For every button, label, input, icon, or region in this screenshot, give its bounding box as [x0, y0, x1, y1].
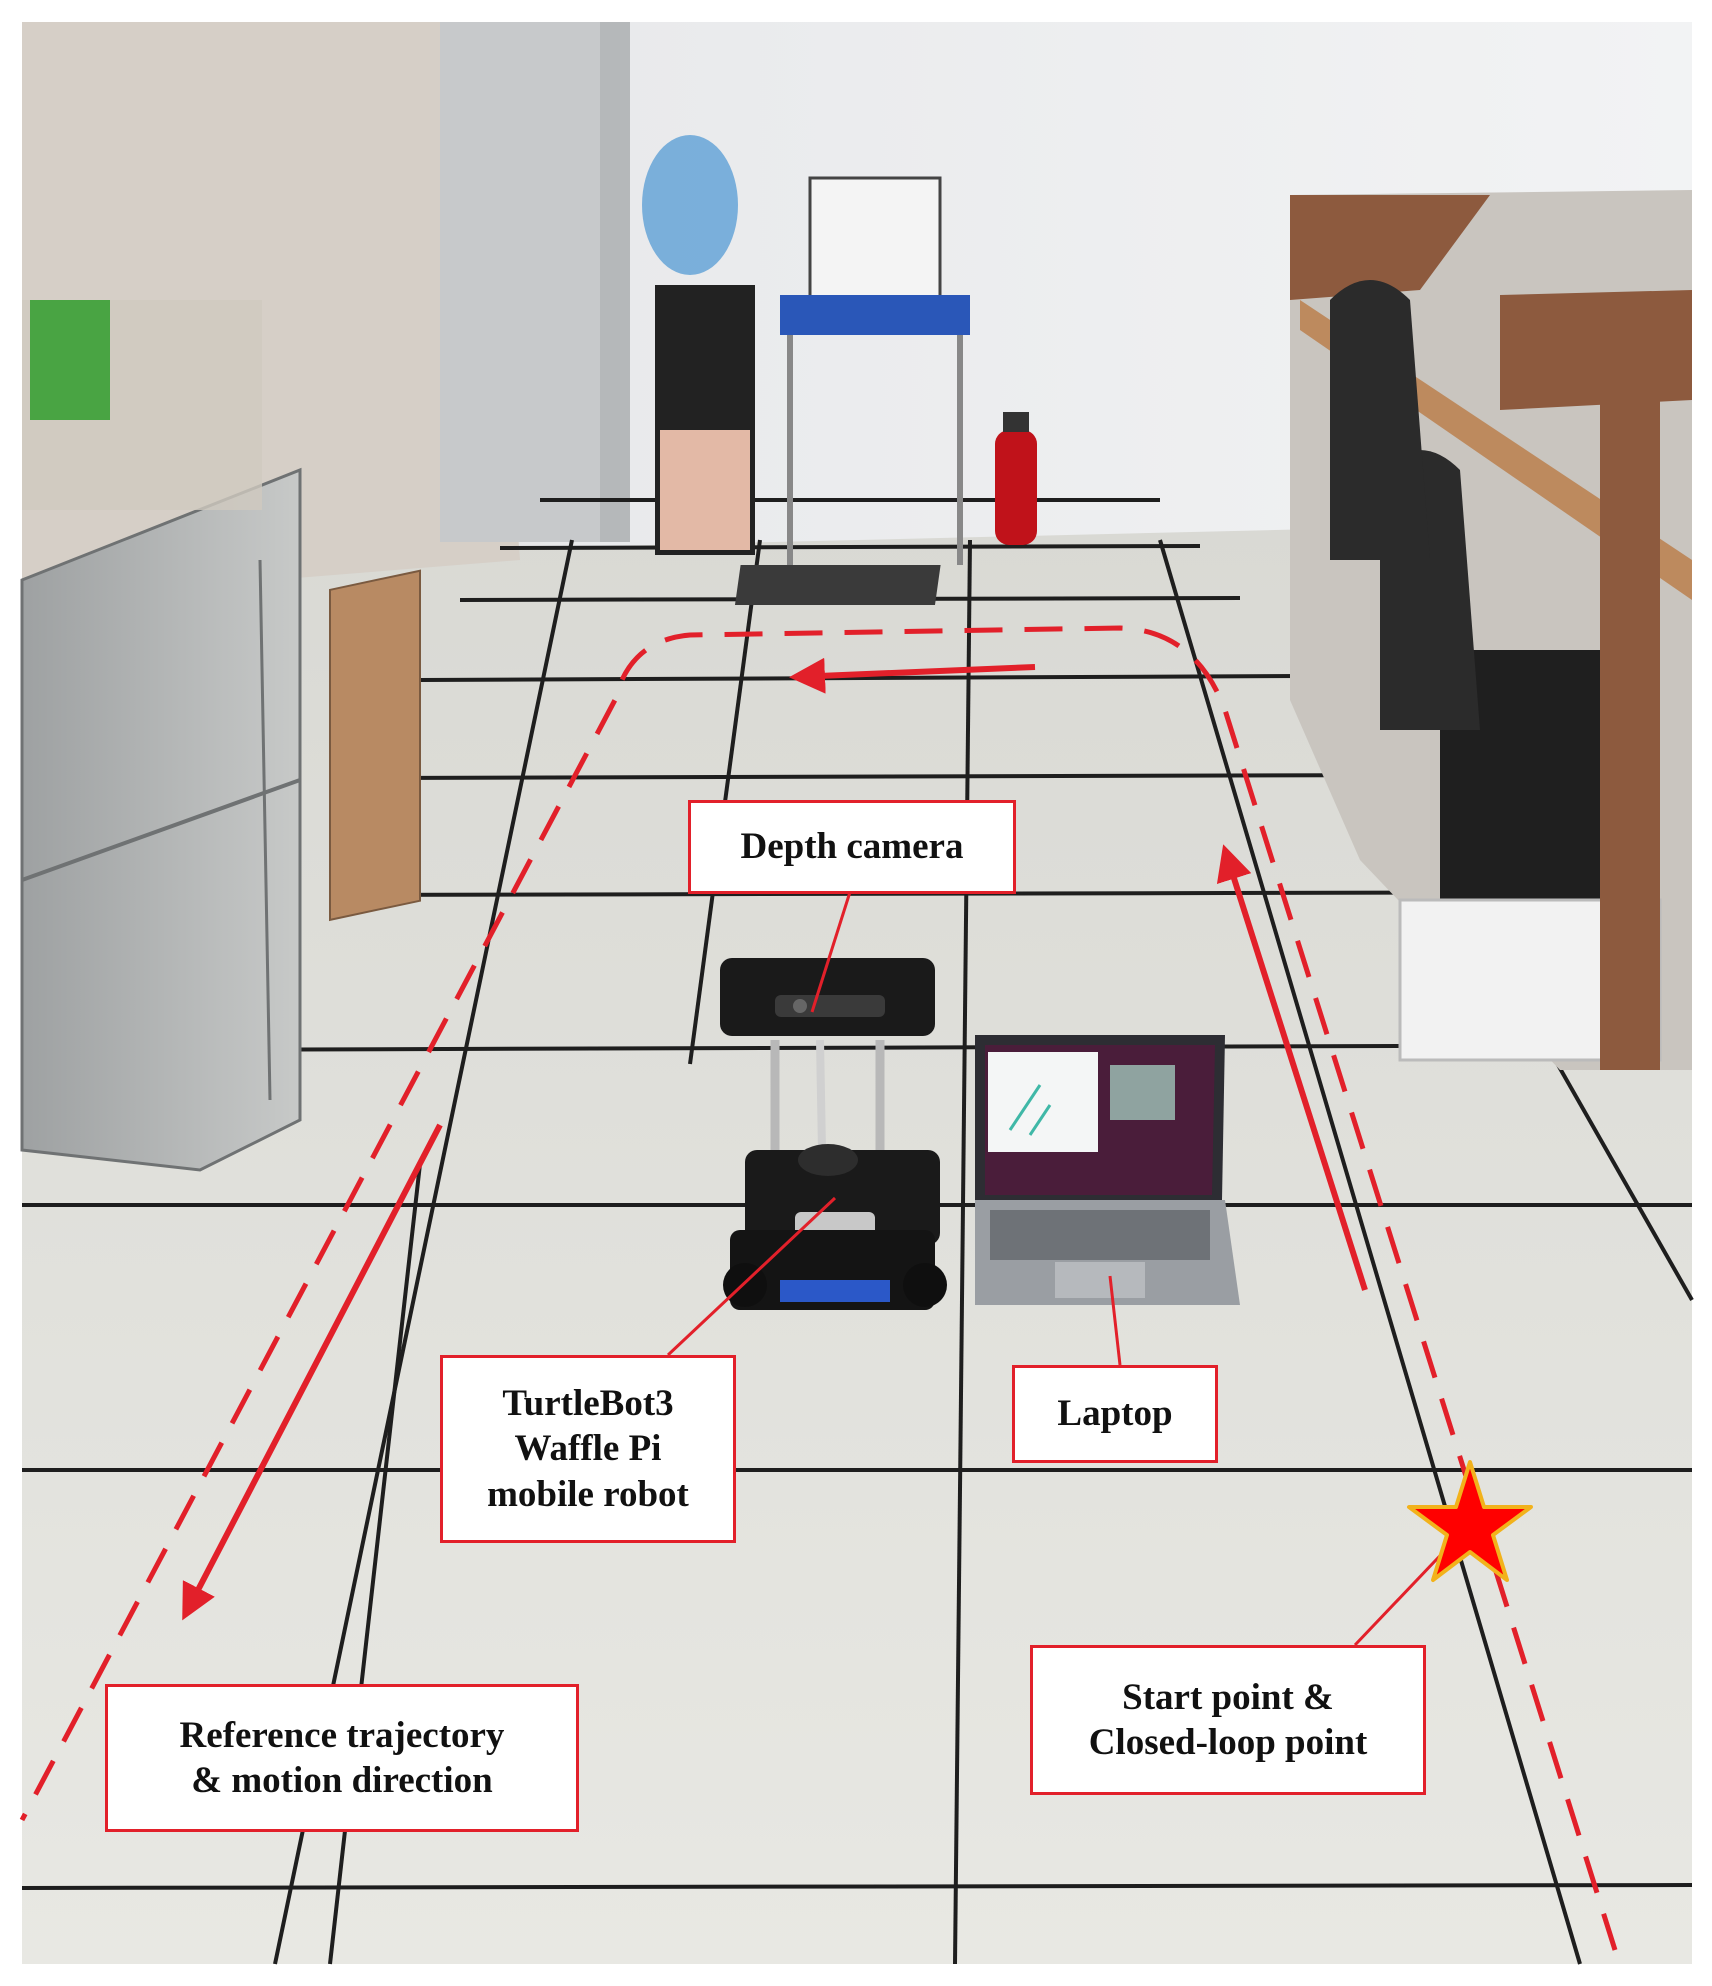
arrow-icon — [1216, 844, 1368, 1291]
direction-arrows — [182, 657, 1368, 1621]
arrow-icon — [182, 1123, 443, 1621]
trajectory-path — [19, 625, 1618, 1951]
label-reference-line2: & motion direction — [191, 1760, 493, 1801]
star-icon — [1407, 1460, 1533, 1582]
reference-trajectory — [19, 625, 1618, 1951]
callout-reference-trajectory: Reference trajectory & motion direction — [105, 1684, 579, 1832]
arrow-icon — [789, 657, 1036, 694]
label-laptop: Laptop — [1057, 1393, 1173, 1435]
label-start-line2: Closed-loop point — [1088, 1722, 1368, 1763]
fire-extinguisher — [995, 412, 1037, 545]
leader-laptop — [1108, 1275, 1122, 1366]
leader-robot — [666, 1196, 837, 1357]
callout-depth-camera: Depth camera — [688, 800, 1016, 894]
label-start-line1: Start point & — [1122, 1676, 1334, 1718]
turtlebot3-robot — [720, 958, 947, 1310]
label-robot-line1: TurtleBot3 — [502, 1383, 674, 1425]
water-dispenser — [642, 135, 755, 555]
depth-camera-icon — [775, 995, 885, 1017]
office-desks — [1290, 190, 1692, 1070]
callout-robot: TurtleBot3 Waffle Pi mobile robot — [440, 1355, 736, 1543]
label-depth-camera: Depth camera — [740, 826, 964, 868]
callout-start-point: Start point & Closed-loop point — [1030, 1645, 1426, 1795]
callout-laptop: Laptop — [1012, 1365, 1218, 1463]
floor-mat — [734, 565, 941, 605]
leader-depth-camera — [810, 891, 852, 1013]
printer-stand — [734, 176, 970, 605]
laptop — [975, 1035, 1240, 1305]
label-reference-line1: Reference trajectory — [179, 1714, 505, 1756]
door — [440, 22, 620, 542]
label-robot-line3: mobile robot — [487, 1473, 689, 1515]
filing-cabinets — [20, 300, 421, 1172]
label-robot-line2: Waffle Pi — [514, 1428, 662, 1470]
